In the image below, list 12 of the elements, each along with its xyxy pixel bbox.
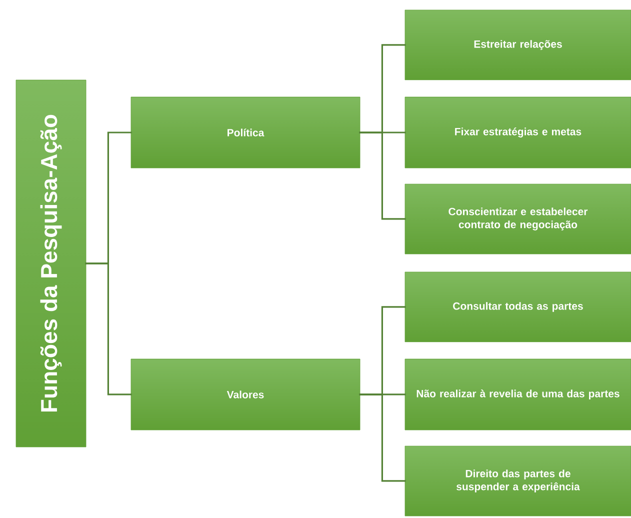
item-box: Direito das partes de suspender a experiência <box>404 446 631 516</box>
item-box: Conscientizar e estabelecer contrato de negociação <box>404 184 631 254</box>
connector <box>85 262 132 396</box>
item-box: Estreitar relações <box>404 10 631 80</box>
category-box: Política <box>130 96 360 168</box>
item-box: Consultar todas as partes <box>404 272 631 342</box>
category-box: Valores <box>130 358 360 430</box>
item-box: Fixar estratégias e metas <box>404 96 631 168</box>
item-box: Não realizar à revelia de uma das partes <box>404 358 631 430</box>
connector <box>359 394 406 482</box>
connector <box>359 132 406 220</box>
title-bar: Funções da Pesquisa-Ação <box>16 80 86 448</box>
